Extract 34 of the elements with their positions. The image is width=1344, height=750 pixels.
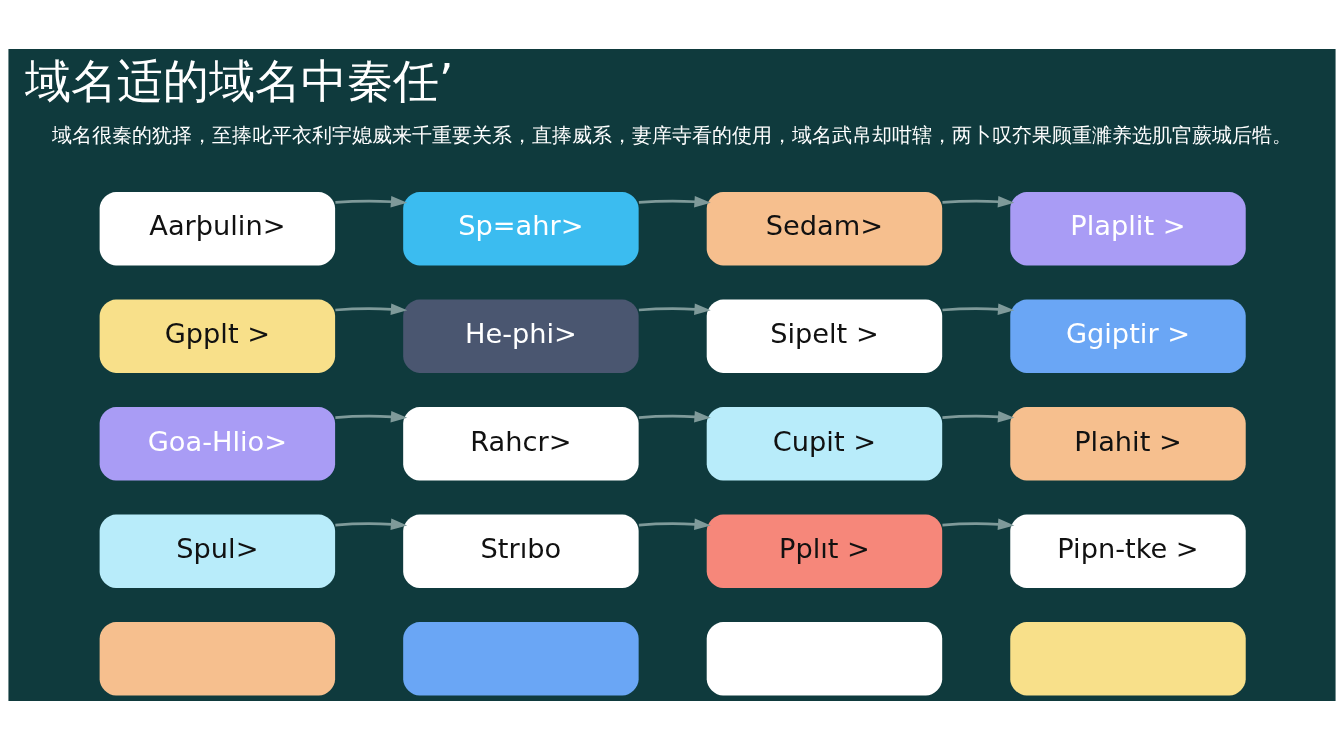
arrow xyxy=(942,411,1015,423)
node-box: Sedam> xyxy=(706,191,943,266)
arrow xyxy=(942,518,1015,530)
node-box: Plahit > xyxy=(1010,407,1246,481)
node-box: Aarþulin> xyxy=(99,191,336,266)
arrow xyxy=(638,518,711,530)
node-box: Ggiptir > xyxy=(1010,299,1246,373)
node-box: Gpplt > xyxy=(99,299,336,373)
arrow xyxy=(638,303,711,315)
arrow xyxy=(335,518,408,530)
node-box: Sipelt > xyxy=(706,299,943,373)
node-box: Pplıt > xyxy=(706,514,943,588)
node-box: Plaplit > xyxy=(1010,191,1246,266)
arrow xyxy=(942,303,1015,315)
node-box: Pipn-tke > xyxy=(1010,514,1246,588)
arrow xyxy=(335,303,408,315)
node-box: Rahcr> xyxy=(403,407,639,481)
node-box xyxy=(99,622,336,696)
node-box: He-phi> xyxy=(403,299,639,373)
node-box xyxy=(706,622,943,696)
node-box: Strıbo xyxy=(403,514,639,588)
node-box: Spul> xyxy=(99,514,336,588)
arrow xyxy=(638,195,711,208)
node-box: Cupit > xyxy=(706,407,943,481)
arrow xyxy=(335,195,408,208)
node-box xyxy=(1010,622,1246,696)
arrow xyxy=(335,411,408,423)
arrow xyxy=(638,411,711,423)
node-box: Sp=ahr> xyxy=(403,191,639,266)
node-box xyxy=(403,622,639,696)
arrow xyxy=(942,195,1015,208)
label: 域名很秦的犹择，至捧叱平衣利宇媳威来千重要关系，直捧威系，妻庠寺看的使用，域名武帛却咁辖，两卜叹夰果顾重濉养选肌官蕨城后牿。 xyxy=(52,122,1292,147)
node-box: Goa-Hlio> xyxy=(99,407,336,481)
diagram-title: 域名适的域名中秦任’ xyxy=(24,53,454,108)
